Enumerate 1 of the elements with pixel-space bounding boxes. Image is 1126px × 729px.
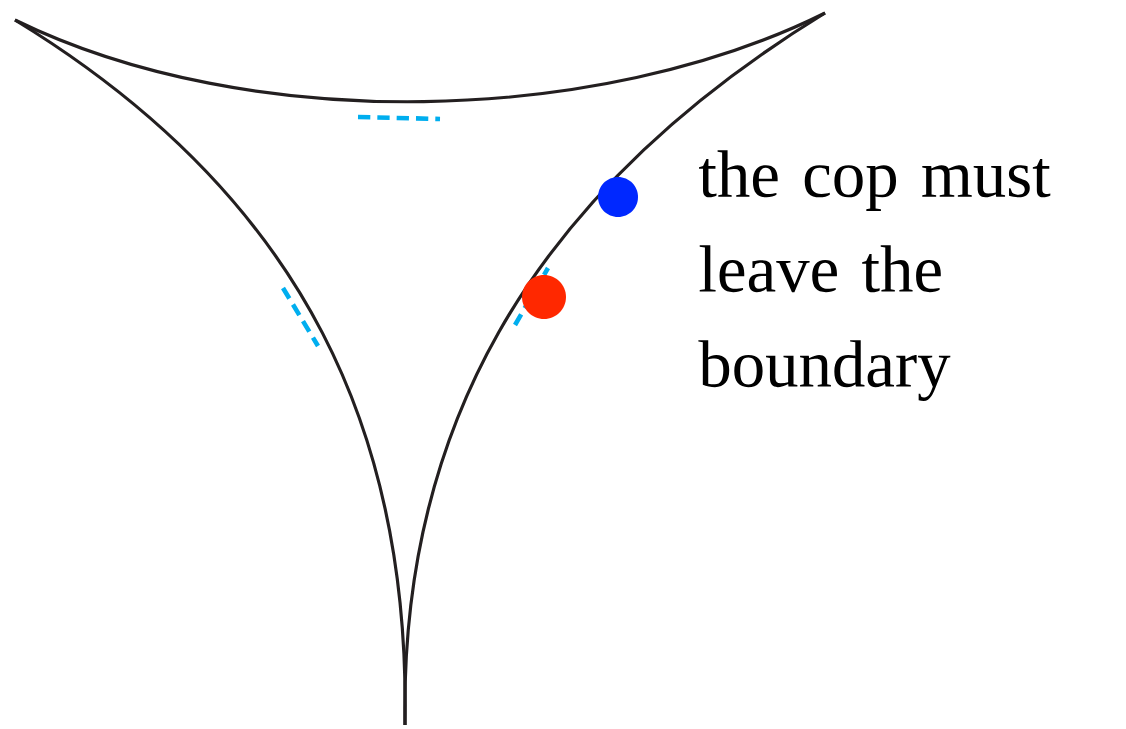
caption-text: the cop must leave the boundary [698, 150, 1051, 401]
